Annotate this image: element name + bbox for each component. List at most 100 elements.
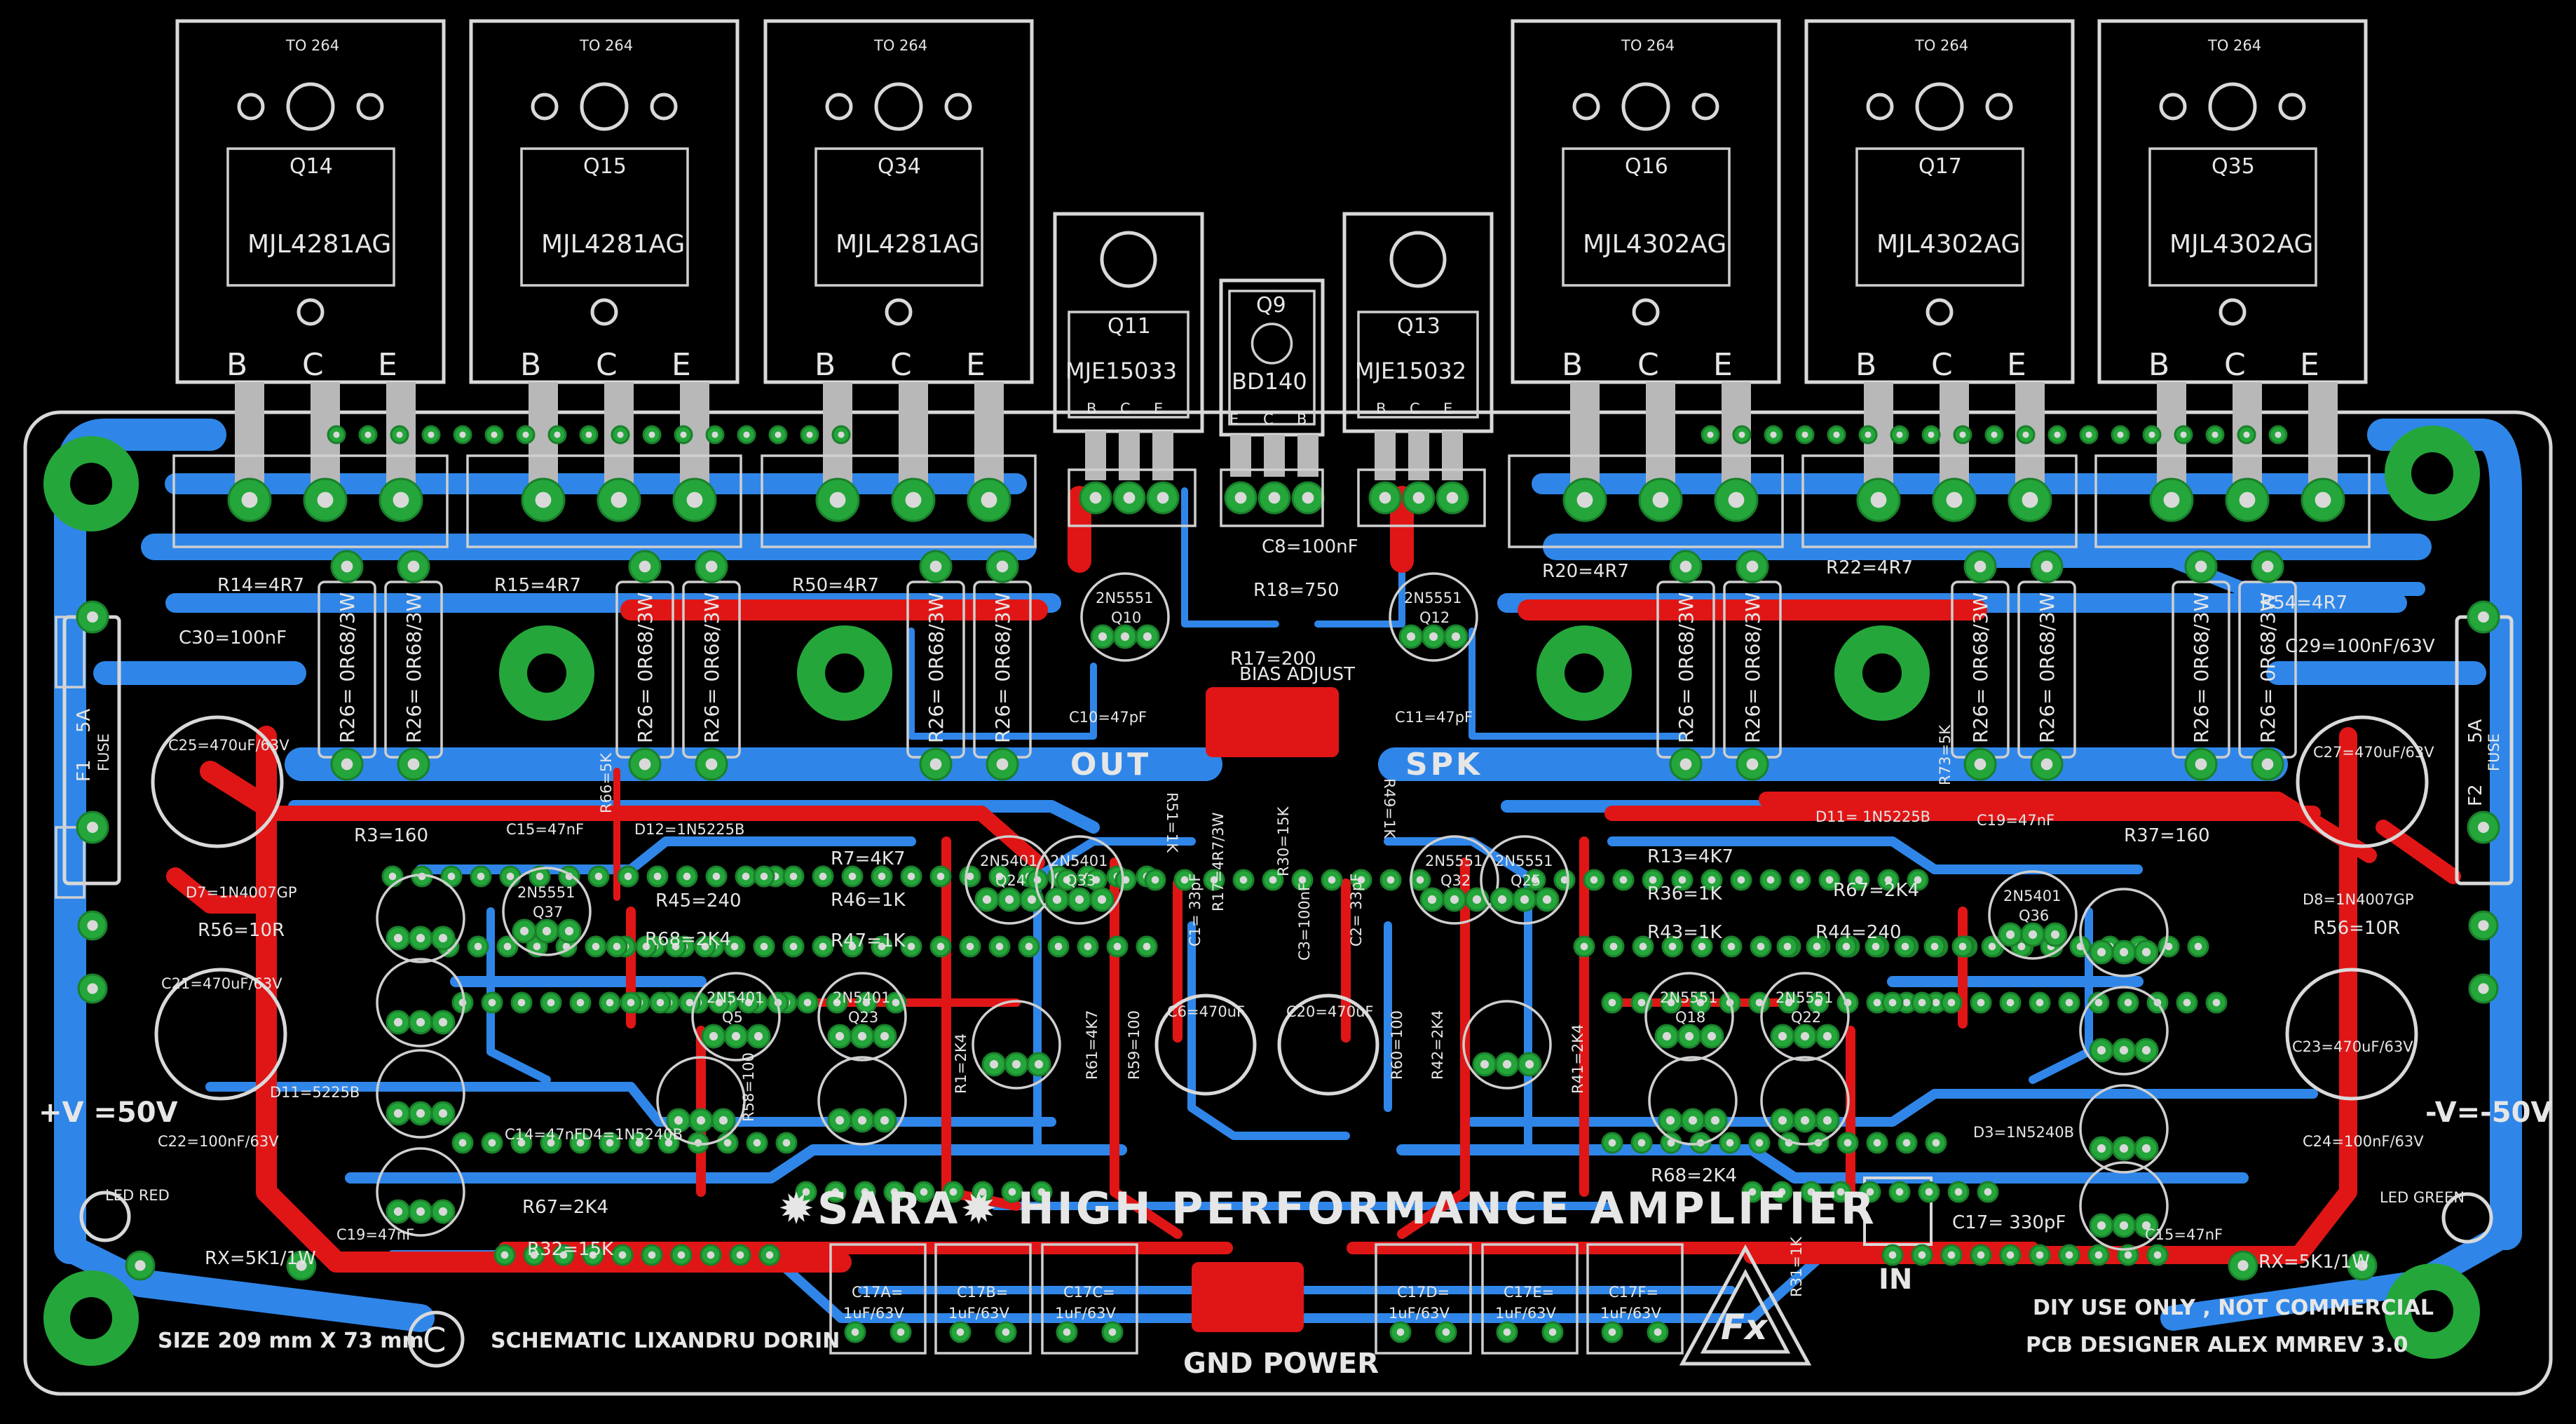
package-label: TO 264 — [1914, 37, 1968, 54]
driver-part: MJE15033 — [1065, 358, 1177, 384]
emitter-resistor: R26= 0R68/3W — [384, 550, 443, 781]
r54-label: R54=4R7 — [2261, 592, 2347, 613]
r17-label: R17=200 — [1230, 649, 1316, 670]
pin-label: C — [2224, 347, 2246, 383]
transistor-ref: Q17 — [1919, 154, 1962, 179]
transistor-part: 2N5551 — [1425, 853, 1483, 869]
d4-label: D4=1N5240B — [582, 1126, 683, 1143]
r60-label: R60=100 — [1389, 1010, 1405, 1080]
film-cap-value: 1uF/63V — [948, 1305, 1010, 1322]
c25-label: C25=470uF/63V — [168, 737, 289, 754]
transistor-ref: Q16 — [1625, 154, 1668, 179]
pin-label: E — [1229, 411, 1239, 428]
driver-ref: Q11 — [1108, 314, 1151, 339]
r43-label: R43=1K — [1647, 922, 1722, 943]
copyright-icon — [407, 1310, 465, 1368]
rx-right-label: RX=5K1/1W — [2258, 1252, 2370, 1273]
pin-label: C — [1263, 411, 1274, 428]
film-cap-value: 1uF/63V — [1389, 1305, 1450, 1322]
led-green-icon — [2441, 1192, 2493, 1244]
transistor-ref: Q15 — [583, 154, 627, 179]
r7-label: R7=4K7 — [831, 848, 906, 869]
small-transistor — [972, 1000, 1061, 1090]
transistor-ref: Q35 — [2212, 154, 2255, 179]
film-cap-ref: C17B= — [957, 1284, 1008, 1301]
film-cap-c17a: C17A=1uF/63V — [829, 1243, 927, 1355]
transistor-ref: Q32 — [1440, 872, 1471, 889]
c14-label: C14=47nF — [505, 1126, 582, 1143]
film-cap-value: 1uF/63V — [1495, 1305, 1557, 1322]
vplus-label: +V =50V — [39, 1097, 178, 1129]
spk-label: SPK — [1405, 747, 1483, 782]
c15b-label: C15=47nF — [2145, 1226, 2223, 1243]
pin-label: B — [1086, 400, 1096, 417]
pin-label: B — [1562, 347, 1583, 383]
small-transistor — [376, 1147, 465, 1237]
pin-label: E — [1443, 400, 1452, 417]
r47-label: R47=1K — [831, 930, 906, 951]
r51-label: R51=1K — [1164, 792, 1180, 853]
pin-label: E — [1713, 347, 1733, 383]
film-cap-ref: C17C= — [1063, 1284, 1115, 1301]
r41-label: R41=2K4 — [1569, 1024, 1586, 1094]
small-transistor — [656, 1056, 746, 1146]
vminus-label: -V=-50V — [2425, 1097, 2552, 1129]
emitter-resistor-label: R26= 0R68/3W — [1741, 592, 1764, 743]
transistor-ref: Q34 — [878, 154, 921, 179]
component-labels: R14=4R7 R15=4R7 R50=4R7 R20=4R7 R22=4R7 … — [158, 536, 2435, 1297]
r18-label: R18=750 — [1253, 580, 1340, 601]
small-transistor — [817, 1056, 907, 1146]
emitter-resistor: R26= 0R68/3W — [2172, 550, 2230, 781]
transistor-part: 2N5551 — [1495, 853, 1553, 869]
r14-label: R14=4R7 — [217, 575, 304, 596]
r68b-label: R68=2K4 — [1651, 1165, 1737, 1186]
d12-label: D12=1N5225B — [634, 821, 744, 838]
transistor-part: 2N5401 — [2003, 888, 2062, 904]
r49-label: R49=1K — [1381, 778, 1398, 839]
fuse-f1: F1 5A FUSE — [55, 600, 121, 899]
d11a-label: D11= 1N5225B — [1815, 808, 1930, 825]
c15a-label: C15=47nF — [506, 821, 584, 838]
c27-label: C27=470uF/63V — [2313, 744, 2434, 761]
r67b-label: R67=2K4 — [522, 1197, 608, 1218]
transistor-ref: Q33 — [1065, 872, 1096, 889]
small-transistor — [2079, 888, 2169, 977]
led-icons — [79, 1191, 2493, 1244]
film-cap-c17b: C17B= 1uF/63V — [934, 1243, 1032, 1355]
transistor-part: 2N5551 — [1660, 989, 1718, 1006]
fuse-f2: F2 5A FUSE — [2455, 600, 2514, 886]
small-transistor — [376, 958, 465, 1047]
board-outline — [23, 410, 2553, 1396]
d11b-label: D11=5225B — [270, 1084, 360, 1101]
fx-logo-letters: Fx — [1721, 1307, 1769, 1348]
r17b-label: R17=4R7/3W — [1210, 812, 1227, 911]
r30-label: R30=15K — [1275, 806, 1292, 876]
c30-label: C30=100nF — [179, 628, 287, 649]
transistor-ref: Q5 — [722, 1009, 743, 1026]
pin-label: C — [890, 347, 912, 383]
emitter-resistor: R26= 0R68/3W — [973, 550, 1032, 781]
driver-part: MJE15032 — [1355, 358, 1466, 384]
pin-label: C — [1410, 400, 1420, 417]
diy-note: DIY USE ONLY , NOT COMMERCIAL — [2033, 1296, 2434, 1320]
d3-label: D3=1N5240B — [1973, 1124, 2074, 1141]
transistor-part: 2N5401 — [980, 853, 1038, 869]
transistor-part: MJL4302AG — [1876, 230, 2020, 259]
transistor-part: 2N5401 — [1050, 853, 1108, 869]
film-cap-c17c: C17C=1uF/63V — [1041, 1243, 1138, 1355]
small-transistor — [2079, 1084, 2169, 1174]
film-cap-ref: C17A= — [852, 1284, 903, 1301]
driver-ref: Q13 — [1397, 314, 1440, 339]
transistor-part: MJL4302AG — [1583, 230, 1726, 259]
copyright-letter: C — [423, 1321, 447, 1360]
bias-adjust-label: BIAS ADJUST — [1239, 664, 1355, 685]
